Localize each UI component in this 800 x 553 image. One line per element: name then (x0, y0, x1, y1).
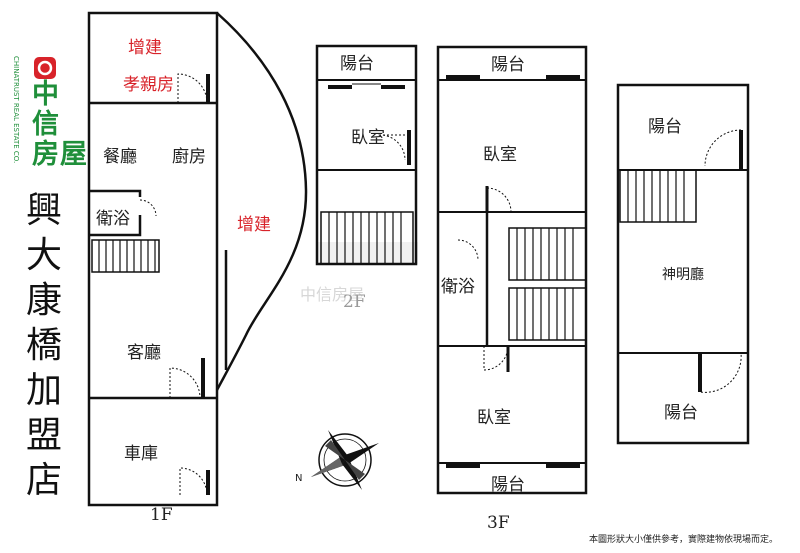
brand-subtitle: CHINATRUST REAL ESTATE CO. (12, 56, 20, 163)
4f-stairs (619, 169, 697, 223)
4f-label-balcony-top: 陽台 (648, 117, 682, 137)
3f-label-bath: 衛浴 (441, 277, 475, 297)
brand-char-1: 中 (32, 79, 59, 110)
3f-door-bedroom-bottom-icon (483, 345, 509, 371)
floor-1f (87, 11, 308, 507)
disclaimer-text: 本圖形狀大小僅供參考，實際建物依現場而定。 (589, 533, 778, 545)
2f-stairs (320, 211, 414, 265)
3f-stairs-lower (508, 287, 587, 341)
3f-door-bath-icon (457, 239, 479, 261)
floor-4f (616, 83, 750, 445)
brand-char-2: 信 (32, 109, 59, 140)
4f-labels: 陽台 神明廳 陽台 (648, 117, 704, 423)
4f-door-balcony-top-icon (704, 129, 742, 170)
1f-label-addition-side: 增建 (237, 215, 271, 235)
3f-outer-wall (436, 45, 588, 495)
1f-label-garage: 車庫 (124, 444, 158, 464)
brand-char-3: 房 (32, 139, 59, 170)
1f-floor-label: 1F (150, 505, 173, 525)
1f-label-addition-top-1: 增建 (128, 38, 162, 58)
2f-floor-label: 2F (343, 292, 366, 312)
1f-door-living-icon (169, 367, 201, 399)
title-char-6: 盟 (26, 415, 62, 456)
2f-label-balcony: 陽台 (340, 54, 374, 74)
1f-bath-wall (89, 189, 142, 197)
1f-outer-wall (87, 11, 219, 507)
brand-char-4: 屋 (60, 139, 87, 170)
title-char-7: 店 (26, 460, 62, 501)
1f-stair-treads (98, 240, 156, 272)
1f-label-addition-top-2: 孝親房 (123, 75, 174, 95)
title-char-5: 加 (26, 370, 62, 411)
2f-label-bedroom: 臥室 (351, 128, 385, 148)
1f-door-addition-icon (177, 73, 208, 104)
1f-label-living: 客廳 (127, 343, 161, 363)
4f-label-balcony-bottom: 陽台 (664, 403, 698, 423)
4f-door-balcony-bottom-icon (699, 352, 742, 393)
3f-floor-label: 3F (487, 513, 510, 533)
watermark-text: 中信房屋 (300, 285, 364, 304)
compass-north-label: N (295, 473, 302, 484)
1f-door-garage-icon (179, 467, 208, 496)
floor-3f (436, 45, 588, 495)
watermark-band (318, 242, 418, 264)
3f-label-bedroom-top: 臥室 (483, 145, 517, 165)
store-title: 興 大 康 橋 加 盟 店 (26, 190, 62, 501)
1f-stairs (91, 239, 160, 273)
brand-logo: CHINATRUST REAL ESTATE CO. 中 信 房 屋 (12, 56, 87, 170)
3f-label-balcony-bottom: 陽台 (491, 475, 525, 495)
2f-labels: 陽台 臥室 2F (340, 54, 385, 312)
1f-door-bath-icon (139, 199, 157, 217)
4f-outer-wall (616, 83, 750, 445)
logo-ring-icon (37, 60, 53, 76)
4f-label-shrine: 神明廳 (662, 266, 704, 283)
2f-door-bedroom-icon (379, 134, 406, 161)
1f-labels: 增建 孝親房 餐廳 廚房 衛浴 客廳 車庫 增建 1F (96, 38, 271, 525)
title-char-1: 興 (26, 190, 62, 231)
3f-label-balcony-top: 陽台 (491, 55, 525, 75)
4f-stair-treads (627, 170, 685, 222)
1f-label-bath: 衛浴 (96, 209, 130, 229)
title-char-4: 橋 (26, 325, 62, 366)
1f-label-kitchen: 廚房 (172, 146, 206, 167)
floor-2f (315, 44, 418, 266)
3f-stairs-upper (508, 227, 587, 281)
3f-label-bedroom-bottom: 臥室 (477, 408, 511, 428)
1f-label-dining: 餐廳 (103, 147, 137, 167)
1f-side-addition-outline (215, 12, 308, 391)
compass-rose-icon: N (295, 430, 379, 490)
title-char-2: 大 (26, 235, 62, 276)
3f-labels: 陽台 臥室 衛浴 臥室 陽台 3F (441, 55, 525, 533)
3f-door-bedroom-top-icon (486, 187, 512, 213)
2f-stair-treads (328, 212, 402, 264)
title-char-3: 康 (26, 280, 62, 321)
logo-mark-icon (34, 57, 56, 79)
1f-bath-wall-2 (89, 215, 142, 237)
3f-stair-treads (516, 228, 574, 340)
